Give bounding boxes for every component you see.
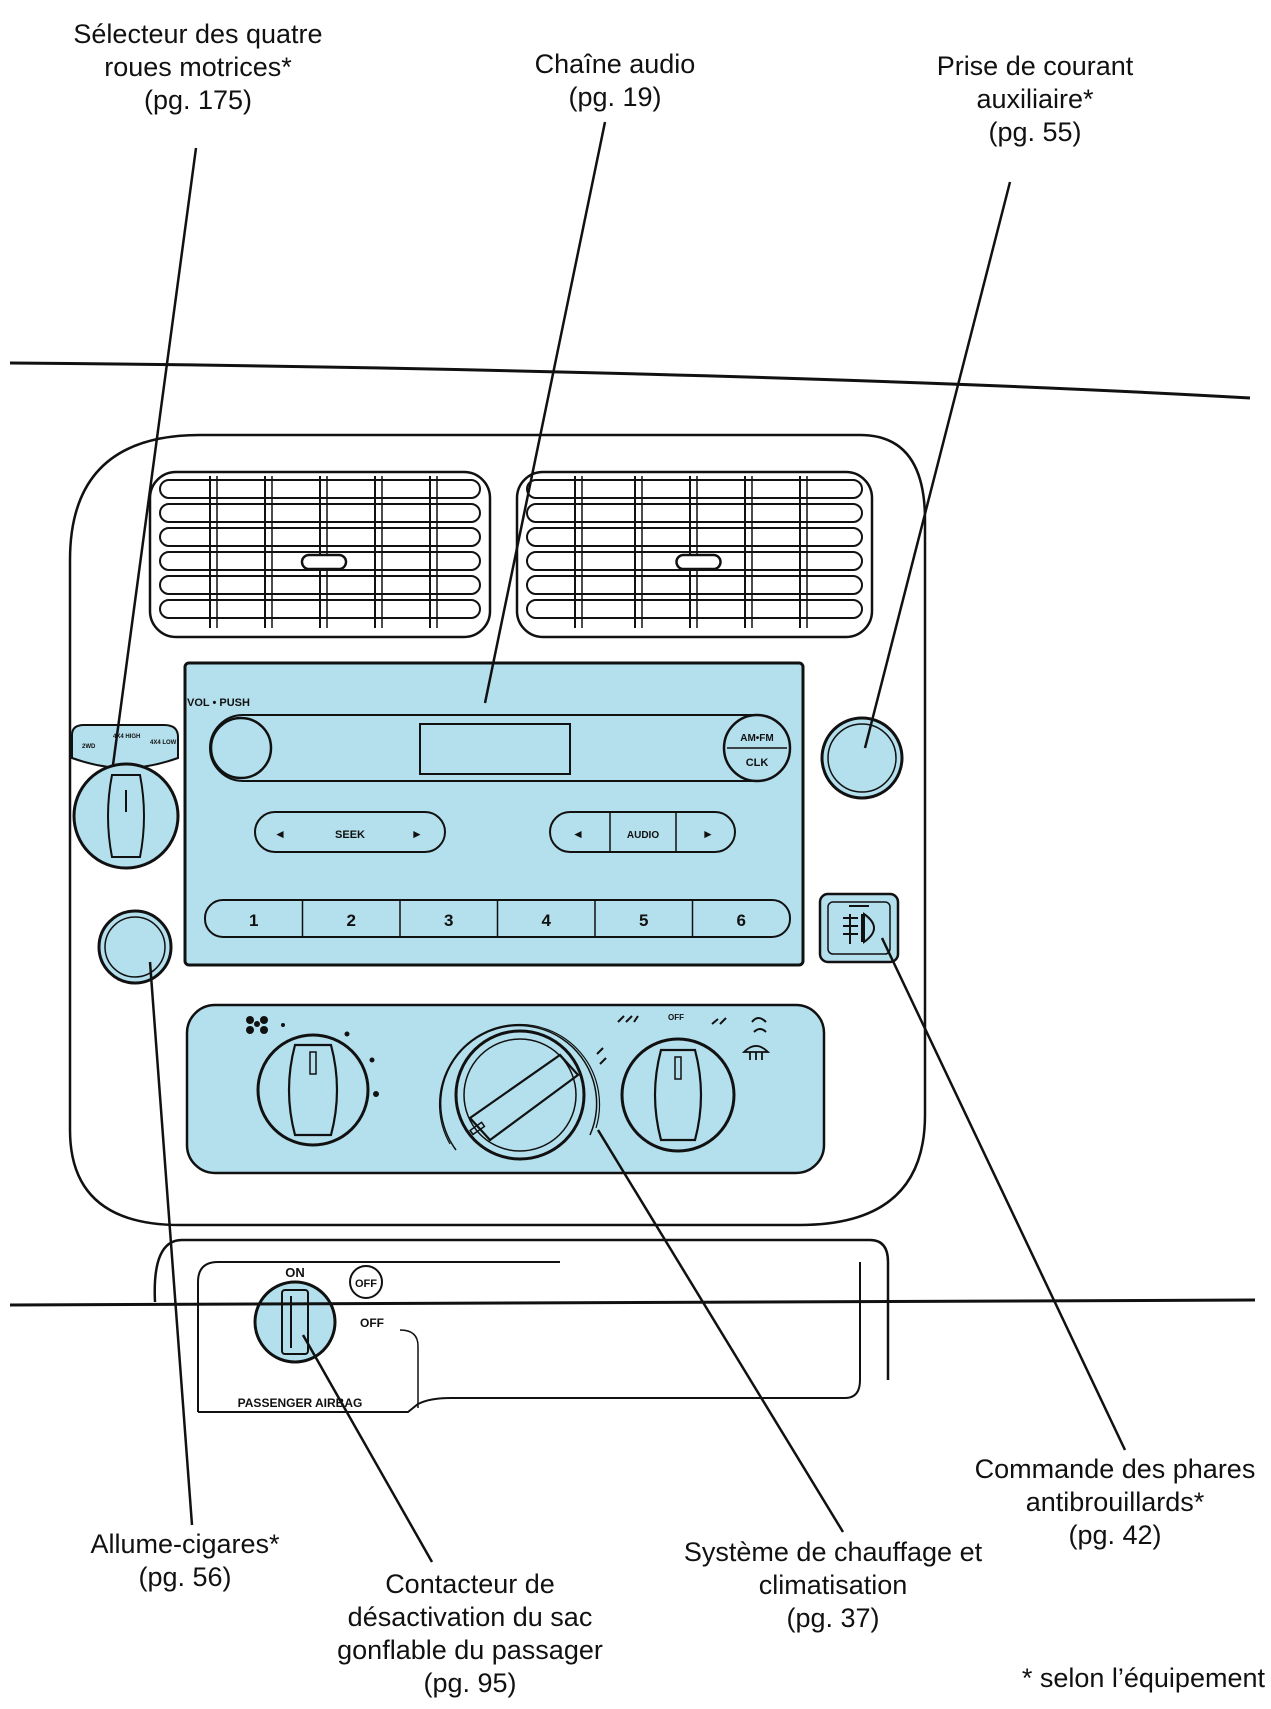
dashboard-top-edge <box>9 361 1251 400</box>
callout-four-wheel-drive-line2: roues motrices* <box>104 51 292 82</box>
callout-airbag-switch-line2: désactivation du sac <box>347 1601 593 1632</box>
four-wheel-drive-selector: 2WD 4X4 HIGH 4X4 LOW <box>71 724 180 870</box>
preset-button-5[interactable]: 5 <box>639 911 648 930</box>
defrost-icon <box>741 1045 771 1060</box>
audio-left-arrow: ◄ <box>572 827 584 841</box>
audio-button[interactable]: ◄ AUDIO ► <box>549 811 736 853</box>
airbag-on-label: ON <box>285 1265 305 1280</box>
auxiliary-power-point[interactable] <box>820 716 904 800</box>
climate-control-panel: OFF <box>185 1003 826 1175</box>
preset-button-4[interactable]: 4 <box>542 911 552 930</box>
volume-knob[interactable] <box>209 716 273 780</box>
vent-tab[interactable] <box>300 553 348 571</box>
callout-fog-lamps-line2: antibrouillards* <box>1025 1486 1205 1517</box>
preset-buttons: 1 2 3 4 5 6 <box>204 899 791 938</box>
airbag-off-badge: OFF <box>355 1278 377 1290</box>
vent-tab[interactable] <box>675 553 722 571</box>
leader-fog-lamps <box>880 937 1127 1451</box>
four-wd-label-b: 4X4 HIGH <box>113 734 140 740</box>
audio-label: AUDIO <box>627 830 659 841</box>
callout-climate-line2: climatisation <box>758 1569 908 1600</box>
callout-fog-lamps: Commande des phares antibrouillards* (pg… <box>965 1453 1265 1552</box>
leader-power-point <box>863 181 1012 749</box>
callout-airbag-switch-line1: Contacteur de <box>385 1569 555 1599</box>
callout-lighter-line1: Allume-cigares* <box>90 1529 280 1559</box>
callout-airbag-switch-page: (pg. 95) <box>423 1667 517 1698</box>
fog-lamp-icon <box>843 905 875 944</box>
fan-speed-knob[interactable] <box>256 1033 370 1147</box>
callout-audio: Chaîne audio (pg. 19) <box>500 48 730 114</box>
leader-audio <box>483 121 607 704</box>
floor-defrost-icon <box>711 1017 767 1033</box>
leader-four-wheel-drive <box>111 147 198 766</box>
callout-power-point-line1: Prise de courant <box>936 51 1134 81</box>
preset-button-3[interactable]: 3 <box>444 911 453 930</box>
mode-selector-knob[interactable] <box>620 1037 736 1153</box>
face-vent-icon <box>617 1015 639 1023</box>
amfm-clk-button[interactable]: AM•FM CLK <box>722 713 792 783</box>
seek-button[interactable]: ◄ SEEK ► <box>254 811 446 853</box>
fan-icon <box>246 1016 268 1034</box>
four-wd-knob[interactable] <box>72 762 180 870</box>
lower-trim <box>153 1238 890 1380</box>
callout-lighter: Allume-cigares* (pg. 56) <box>55 1528 315 1594</box>
center-bezel <box>68 433 927 1227</box>
vent-louver <box>526 575 863 595</box>
callout-fog-lamps-line1: Commande des phares <box>974 1454 1256 1484</box>
callout-lighter-page: (pg. 56) <box>138 1561 232 1592</box>
callout-four-wheel-drive-line1: Sélecteur des quatre <box>73 19 323 49</box>
vent-louver <box>526 599 863 619</box>
preset-button-1[interactable]: 1 <box>249 911 258 930</box>
callout-power-point-line2: auxiliaire* <box>976 83 1094 114</box>
seek-left-arrow: ◄ <box>274 827 286 841</box>
footnote: * selon l’équipement <box>1021 1663 1265 1693</box>
temperature-knob[interactable] <box>438 1023 601 1161</box>
preset-button-6[interactable]: 6 <box>737 911 746 930</box>
callout-airbag-switch-line3: gonflable du passager <box>337 1634 603 1665</box>
vent-louver <box>526 479 863 499</box>
callout-climate-line1: Système de chauffage et <box>683 1537 983 1567</box>
airbag-off-indicator <box>349 1265 383 1299</box>
leader-lighter <box>148 961 194 1526</box>
callout-four-wheel-drive-page: (pg. 175) <box>143 84 253 115</box>
callout-four-wheel-drive: Sélecteur des quatre roues motrices* (pg… <box>53 18 343 117</box>
callout-power-point-page: (pg. 55) <box>988 116 1082 147</box>
callout-audio-page: (pg. 19) <box>568 81 662 112</box>
vent-louver <box>526 527 863 547</box>
four-wd-label-a: 2WD <box>82 744 96 750</box>
callout-airbag-switch: Contacteur de désactivation du sac gonfl… <box>320 1568 620 1700</box>
airbag-off-label: OFF <box>360 1316 384 1330</box>
callout-power-point: Prise de courant auxiliaire* (pg. 55) <box>905 50 1165 149</box>
airbag-switch-panel: ON OFF OFF PASSENGER AIRBAG <box>197 1261 861 1413</box>
audio-right-arrow: ► <box>702 827 714 841</box>
radio-panel: VOL • PUSH AM•FM CLK ◄ SEEK ► ◄ AUDIO ► … <box>183 661 805 967</box>
vent-louver <box>526 503 863 523</box>
radio-display <box>419 723 571 775</box>
callout-audio-line1: Chaîne audio <box>534 49 696 79</box>
preset-button-2[interactable]: 2 <box>347 911 356 930</box>
vent-right <box>515 470 874 639</box>
callout-climate-page: (pg. 37) <box>786 1602 880 1633</box>
fog-lamp-switch[interactable] <box>818 892 900 964</box>
callout-fog-lamps-page: (pg. 42) <box>1068 1519 1162 1550</box>
floor-vent-icon <box>596 1047 607 1065</box>
dashboard-lower-edge <box>9 1298 1256 1307</box>
cigar-lighter[interactable] <box>97 909 173 985</box>
amfm-label: AM•FM <box>740 733 774 744</box>
leader-airbag-switch <box>301 1334 434 1563</box>
radio-vol-label: VOL • PUSH <box>187 697 250 709</box>
clk-label: CLK <box>746 757 769 769</box>
callout-climate: Système de chauffage et climatisation (p… <box>668 1536 998 1635</box>
four-wd-label-c: 4X4 LOW <box>150 740 177 746</box>
seek-label: SEEK <box>335 829 365 841</box>
climate-off-label: OFF <box>668 1013 684 1022</box>
airbag-panel-label: PASSENGER AIRBAG <box>238 1396 363 1410</box>
leader-lines <box>111 121 1127 1563</box>
seek-right-arrow: ► <box>411 827 423 841</box>
vent-left <box>148 470 492 639</box>
leader-climate <box>596 1129 845 1533</box>
airbag-key-switch[interactable] <box>253 1280 337 1364</box>
